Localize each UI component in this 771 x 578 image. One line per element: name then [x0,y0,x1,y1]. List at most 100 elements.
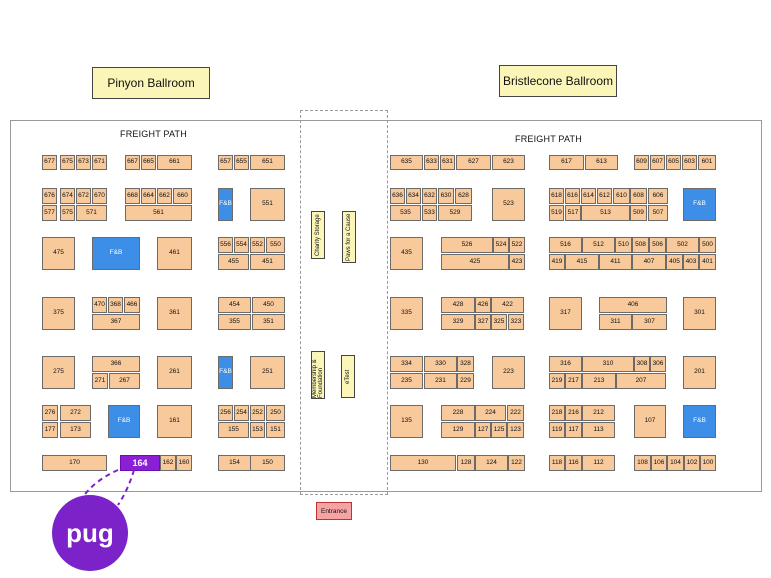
booth-327[interactable]: 327 [475,314,491,330]
booth-123[interactable]: 123 [507,422,524,438]
booth-272[interactable]: 272 [60,405,91,421]
booth-129[interactable]: 129 [441,422,475,438]
booth-219[interactable]: 219 [549,373,565,389]
booth-228[interactable]: 228 [441,405,475,421]
booth-104[interactable]: 104 [667,455,684,471]
booth-335[interactable]: 335 [390,297,423,330]
booth-655[interactable]: 655 [234,155,249,170]
booth-466[interactable]: 466 [124,297,140,313]
booth-108[interactable]: 108 [634,455,651,471]
booth-106[interactable]: 106 [651,455,667,471]
booth-512[interactable]: 512 [582,237,615,253]
booth-451[interactable]: 451 [250,254,285,270]
booth-423[interactable]: 423 [509,254,525,270]
booth-633[interactable]: 633 [424,155,439,170]
pinyon-ballroom[interactable]: Pinyon Ballroom [92,67,210,99]
booth-577[interactable]: 577 [42,205,57,221]
booth-516[interactable]: 516 [549,237,582,253]
booth-405[interactable]: 405 [666,254,683,270]
booth-635[interactable]: 635 [390,155,423,170]
booth-415[interactable]: 415 [565,254,599,270]
booth-552[interactable]: 552 [250,237,265,253]
booth-517[interactable]: 517 [565,205,581,221]
booth-526[interactable]: 526 [441,237,493,253]
booth-173[interactable]: 173 [60,422,91,438]
booth-651[interactable]: 651 [250,155,285,170]
booth-252[interactable]: 252 [250,405,265,421]
fb-area[interactable]: F&B [92,237,140,270]
booth-677[interactable]: 677 [42,155,57,170]
booth-461[interactable]: 461 [157,237,192,270]
booth-506[interactable]: 506 [649,237,666,253]
booth-160[interactable]: 160 [176,455,192,471]
booth-425[interactable]: 425 [441,254,509,270]
booth-524[interactable]: 524 [493,237,509,253]
booth-422[interactable]: 422 [491,297,524,313]
booth-229[interactable]: 229 [457,373,474,389]
booth-661[interactable]: 661 [157,155,192,170]
booth-251[interactable]: 251 [250,356,285,389]
booth-634[interactable]: 634 [406,188,421,204]
booth-571[interactable]: 571 [76,205,107,221]
booth-671[interactable]: 671 [92,155,107,170]
booth-612[interactable]: 612 [597,188,612,204]
booth-667[interactable]: 667 [125,155,140,170]
booth-672[interactable]: 672 [76,188,91,204]
booth-454[interactable]: 454 [218,297,251,313]
bristlecone-ballroom[interactable]: Bristlecone Ballroom [499,65,617,97]
booth-676[interactable]: 676 [42,188,57,204]
booth-507[interactable]: 507 [648,205,668,221]
booth-475[interactable]: 475 [42,237,75,270]
booth-150[interactable]: 150 [250,455,285,471]
booth-223[interactable]: 223 [492,356,525,389]
booth-130[interactable]: 130 [390,455,456,471]
booth-311[interactable]: 311 [599,314,632,330]
booth-164[interactable]: 164 [120,455,160,471]
booth-411[interactable]: 411 [599,254,632,270]
booth-428[interactable]: 428 [441,297,475,313]
booth-351[interactable]: 351 [252,314,285,330]
booth-419[interactable]: 419 [549,254,565,270]
booth-107[interactable]: 107 [634,405,666,438]
booth-119[interactable]: 119 [549,422,565,438]
booth-308[interactable]: 308 [634,356,650,372]
fb-area[interactable]: F&B [108,405,140,438]
booth-628[interactable]: 628 [455,188,472,204]
booth-212[interactable]: 212 [582,405,615,421]
booth-664[interactable]: 664 [141,188,156,204]
booth-216[interactable]: 216 [565,405,582,421]
booth-153[interactable]: 153 [250,422,265,438]
fb-area[interactable]: F&B [218,188,233,221]
booth-267[interactable]: 267 [109,373,140,389]
booth-561[interactable]: 561 [125,205,192,221]
booth-616[interactable]: 616 [565,188,580,204]
booth-323[interactable]: 323 [508,314,524,330]
booth-102[interactable]: 102 [684,455,700,471]
booth-177[interactable]: 177 [42,422,58,438]
booth-100[interactable]: 100 [700,455,716,471]
booth-355[interactable]: 355 [218,314,251,330]
booth-623[interactable]: 623 [492,155,525,170]
booth-375[interactable]: 375 [42,297,75,330]
booth-328[interactable]: 328 [457,356,474,372]
booth-450[interactable]: 450 [252,297,285,313]
booth-261[interactable]: 261 [157,356,192,389]
booth-523[interactable]: 523 [492,188,525,221]
booth-632[interactable]: 632 [422,188,437,204]
booth-367[interactable]: 367 [92,314,140,330]
booth-317[interactable]: 317 [549,297,582,330]
booth-575[interactable]: 575 [60,205,75,221]
booth-670[interactable]: 670 [92,188,107,204]
booth-155[interactable]: 155 [218,422,249,438]
booth-224[interactable]: 224 [475,405,506,421]
booth-307[interactable]: 307 [632,314,667,330]
booth-316[interactable]: 316 [549,356,582,372]
booth-207[interactable]: 207 [616,373,666,389]
booth-631[interactable]: 631 [440,155,455,170]
booth-668[interactable]: 668 [125,188,140,204]
booth-674[interactable]: 674 [60,188,75,204]
booth-127[interactable]: 127 [475,422,491,438]
booth-608[interactable]: 608 [630,188,647,204]
booth-231[interactable]: 231 [424,373,457,389]
booth-550[interactable]: 550 [266,237,285,253]
